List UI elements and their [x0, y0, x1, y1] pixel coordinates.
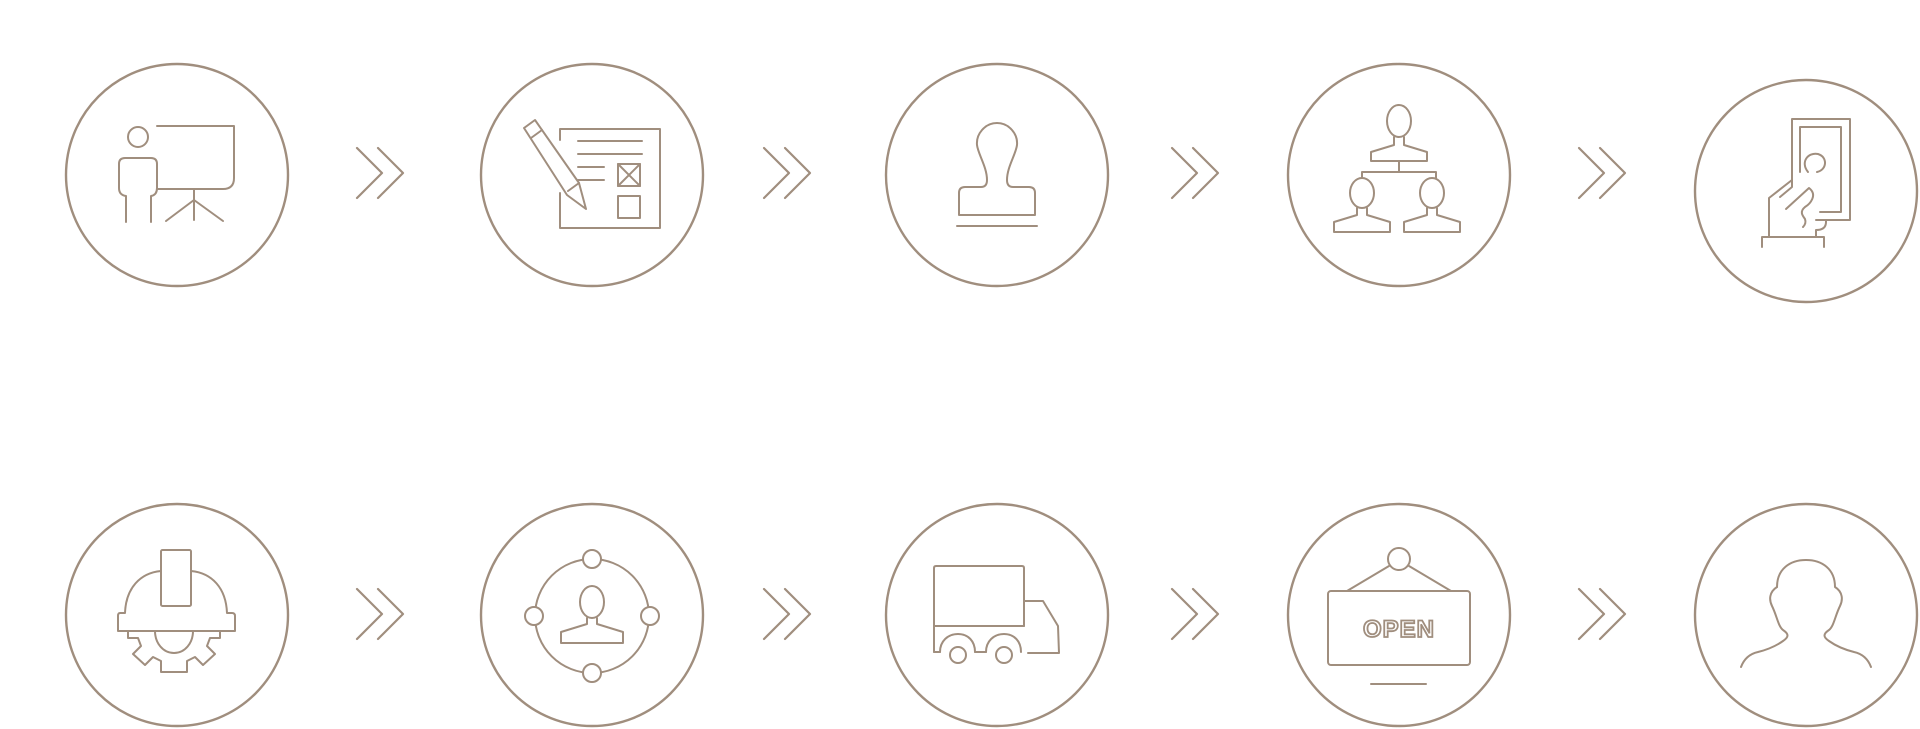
step-circle — [884, 502, 1110, 728]
step-1-1 — [64, 62, 290, 288]
step-circle — [1693, 78, 1919, 304]
step-2-4: OPEN — [1286, 502, 1512, 728]
process-row-2: OPEN — [64, 502, 1919, 728]
double-chevron-right-icon — [762, 146, 812, 200]
presentation-icon — [118, 125, 235, 223]
customer-icon — [1740, 559, 1872, 668]
step-1-3 — [884, 62, 1110, 288]
step-circle — [64, 62, 290, 288]
double-chevron-right-icon — [355, 587, 405, 641]
step-circle — [479, 502, 705, 728]
open-sign-icon — [1327, 547, 1471, 685]
step-circle — [479, 62, 705, 288]
payment-phone-icon — [1761, 118, 1851, 248]
step-2-5 — [1693, 502, 1919, 728]
form-checklist-icon — [523, 119, 661, 229]
double-chevron-right-icon — [1170, 146, 1220, 200]
helmet-gear-icon — [117, 549, 236, 673]
step-circle — [1286, 502, 1512, 728]
step-circle — [1693, 502, 1919, 728]
open-sign-text: OPEN — [1363, 616, 1435, 643]
step-circle — [1286, 62, 1512, 288]
step-circle — [884, 62, 1110, 288]
double-chevron-right-icon — [1170, 587, 1220, 641]
double-chevron-right-icon — [762, 587, 812, 641]
step-circle — [64, 502, 290, 728]
double-chevron-right-icon — [1577, 587, 1627, 641]
step-2-3 — [884, 502, 1110, 728]
organization-chart-icon — [1333, 104, 1461, 233]
process-row-1 — [64, 62, 1919, 304]
stamp-icon — [956, 122, 1038, 227]
step-1-2 — [479, 62, 705, 288]
step-1-5 — [1693, 78, 1919, 304]
double-chevron-right-icon — [1577, 146, 1627, 200]
delivery-truck-icon — [933, 565, 1060, 664]
step-2-1 — [64, 502, 290, 728]
step-2-2 — [479, 502, 705, 728]
network-user-icon — [524, 549, 660, 683]
step-1-4 — [1286, 62, 1512, 288]
double-chevron-right-icon — [355, 146, 405, 200]
